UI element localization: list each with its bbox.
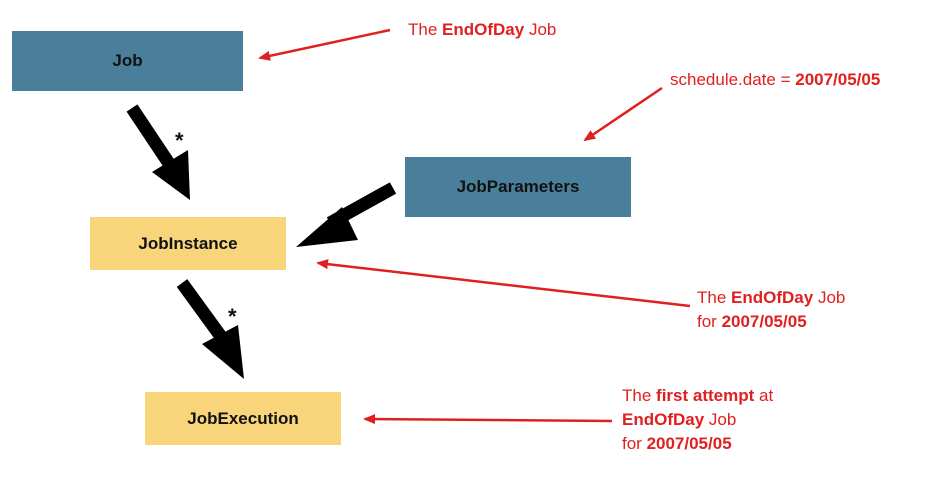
note-instance-line1-suffix: Job [813, 288, 846, 307]
red-arrow-execution-note [363, 414, 613, 425]
note-instance-line1-prefix: The [697, 288, 732, 307]
note-job-instance: The EndOfDay Job for 2007/05/05 [697, 286, 845, 334]
multiplicity-star-instance-execution: * [228, 304, 237, 329]
note-instance-line1-bold: EndOfDay [731, 288, 814, 307]
note-execution-line2: EndOfDay Job [622, 408, 773, 432]
job-parameters-box-label: JobParameters [456, 177, 580, 196]
note-execution-line1-bold: first attempt [656, 386, 755, 405]
job-box: Job [12, 31, 243, 91]
note-execution-line2-suffix: Job [704, 410, 737, 429]
note-execution-line1-prefix: The [622, 386, 657, 405]
note-job-parameters: schedule.date = 2007/05/05 [670, 68, 880, 92]
note-execution-line2-bold: EndOfDay [622, 410, 705, 429]
note-instance-line1: The EndOfDay Job [697, 286, 845, 310]
note-instance-line2-bold: 2007/05/05 [721, 312, 807, 331]
arrow-instance-to-execution [176, 279, 244, 379]
note-params-bold: 2007/05/05 [795, 70, 881, 89]
note-job-execution: The first attempt at EndOfDay Job for 20… [622, 384, 773, 456]
note-job-bold: EndOfDay [442, 20, 525, 39]
note-instance-line2-prefix: for [697, 312, 722, 331]
job-execution-box: JobExecution [145, 392, 341, 445]
job-execution-box-label: JobExecution [187, 408, 299, 428]
note-execution-line1: The first attempt at [622, 384, 773, 408]
multiplicity-star-job-instance: * [175, 128, 184, 153]
note-instance-line2: for 2007/05/05 [697, 310, 845, 334]
note-execution-line3-bold: 2007/05/05 [646, 434, 732, 453]
job-instance-box: JobInstance [90, 217, 286, 270]
note-execution-line3-prefix: for [622, 434, 647, 453]
red-arrow-job-note [258, 28, 391, 61]
red-arrow-params-note [583, 86, 663, 142]
note-params-prefix: schedule.date = [670, 70, 796, 89]
note-execution-line1-suffix: at [754, 386, 774, 405]
note-job-prefix: The [408, 20, 443, 39]
red-arrow-instance-note [316, 259, 691, 308]
job-instance-box-label: JobInstance [138, 233, 238, 253]
note-job: The EndOfDay Job [408, 18, 556, 42]
arrow-job-to-instance [126, 104, 190, 200]
note-execution-line3: for 2007/05/05 [622, 432, 773, 456]
note-job-suffix: Job [524, 20, 557, 39]
job-box-label: Job [112, 51, 143, 70]
job-parameters-box: JobParameters [405, 157, 631, 217]
arrow-params-to-instance [296, 182, 397, 247]
